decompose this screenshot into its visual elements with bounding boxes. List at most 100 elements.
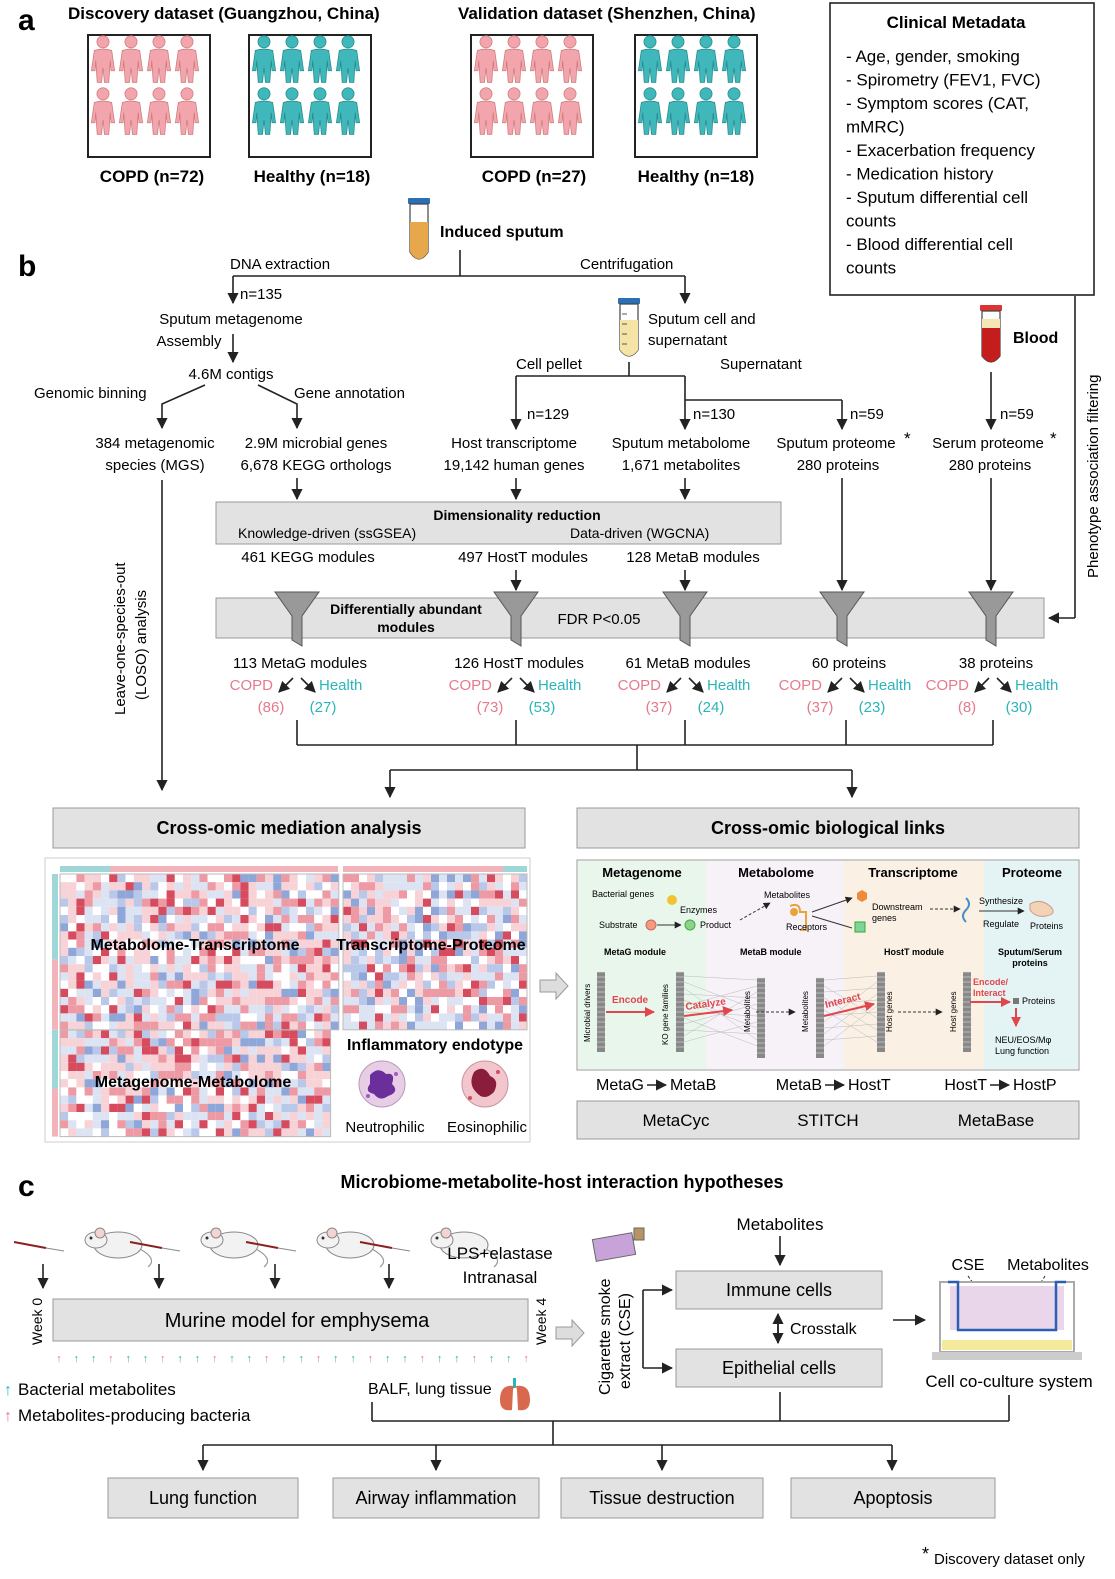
heatmap-cell [314,1021,323,1030]
heatmap-cell [84,931,93,940]
heatmap-cell [92,1038,101,1047]
heatmap-cell [199,874,208,883]
outcome-label: Airway inflammation [355,1488,516,1508]
heatmap-cell [60,980,69,989]
heatmap-cell [399,947,407,956]
heatmap-cell [207,915,216,924]
heatmap-cell [289,964,298,973]
heatmap-cell [455,1013,463,1022]
heatmap-cell [191,874,200,883]
heatmap-cell [367,964,375,973]
heatmap-cell [415,947,423,956]
heatmap-cell [248,1095,257,1104]
sputum-proteome-star: * [904,429,911,448]
heatmap-cell [297,1128,306,1137]
heatmap-cell [117,1071,126,1080]
heatmap-cell [455,972,463,981]
heatmap-cell [158,1046,167,1055]
heatmap-cell [439,1021,447,1030]
heatmap-cell [76,890,85,899]
heatmap-cell [125,1071,134,1080]
heatmap-cell [367,906,375,915]
heatmap-cell [60,939,69,948]
heatmap-cell [423,931,431,940]
heatmap-cell [511,915,519,924]
heatmap-cell [158,1062,167,1071]
heatmap-cell [281,890,290,899]
heatmap-cell [150,1079,159,1088]
heatmap-cell [248,1103,257,1112]
heatmap-cell [415,964,423,973]
heatmap-cell [423,1005,431,1014]
heatmap-cell [423,939,431,948]
heatmap-cell [174,1038,183,1047]
heatmap-cell [199,923,208,932]
heatmap-cell [248,1087,257,1096]
heatmap-cell [109,1021,118,1030]
heatmap-cell [265,915,274,924]
heatmap-cell [479,972,487,981]
heatmap-cell [248,1038,257,1047]
heatmap-cell [281,1038,290,1047]
microbial-drivers: Microbial drivers [583,984,592,1042]
heatmap-cell [367,874,375,883]
genes-line2: 6,678 KEGG orthologs [241,457,392,474]
heatmap-cell [158,980,167,989]
encode-interact-line2: Interact [973,988,1006,998]
heatmap-cell [207,1079,216,1088]
heatmap-cell [125,956,134,965]
heatmap-cell [92,1046,101,1055]
heatmap-cell [265,1120,274,1129]
heatmap-cell [183,874,192,883]
heatmap-cell [383,988,391,997]
heatmap-cell [383,947,391,956]
heatmap-cell [479,988,487,997]
heatmap-cell [68,997,77,1006]
heatmap-cell [199,915,208,924]
downstream-line2: genes [872,913,897,923]
heatmap-cell [256,956,265,965]
heatmap-cell [330,923,339,932]
substrate: Substrate [599,920,638,930]
heatmap-cell [503,997,511,1006]
heatmap-cell [60,1128,69,1137]
heatmap-cell [383,972,391,981]
heatmap-cell [84,1054,93,1063]
result-health: Health [319,677,362,694]
heatmap-cell [359,898,367,907]
validation-healthy-label: Healthy (n=18) [638,167,755,186]
synthesize: Synthesize [979,896,1023,906]
heatmap-cell [367,890,375,899]
heatmap-cell [479,980,487,989]
heatmap-cell [415,939,423,948]
heatmap-cell [60,1038,69,1047]
heatmap-cell [76,980,85,989]
heatmap-cell [399,988,407,997]
heatmap-cell [297,1062,306,1071]
heatmap-cell [248,1062,257,1071]
heatmap-cell [232,1005,241,1014]
heatmap-cell [248,1013,257,1022]
heatmap-cell [101,972,110,981]
heatmap-cell [289,874,298,883]
heatmap-cell [273,882,282,891]
heatmap-cell [447,898,455,907]
coculture: Cell co-culture system [925,1372,1092,1391]
heatmap-cell [314,874,323,883]
result-copd: COPD [618,677,662,694]
heatmap-cell [101,906,110,915]
heatmap-cell [224,972,233,981]
n130-label: n=130 [693,406,735,423]
heatmap-cell [207,1095,216,1104]
heatmap-cell [463,931,471,940]
heatmap-cell [174,997,183,1006]
heatmap-cell [289,906,298,915]
heatmap-cell [359,988,367,997]
heatmap-cell [232,1120,241,1129]
heatmap-cell [248,997,257,1006]
panel-a-label: a [18,4,35,37]
heatmap-cell [68,1087,77,1096]
heatmap-cell [76,1005,85,1014]
heatmap-cell [191,923,200,932]
heatmap-cell [519,980,527,989]
